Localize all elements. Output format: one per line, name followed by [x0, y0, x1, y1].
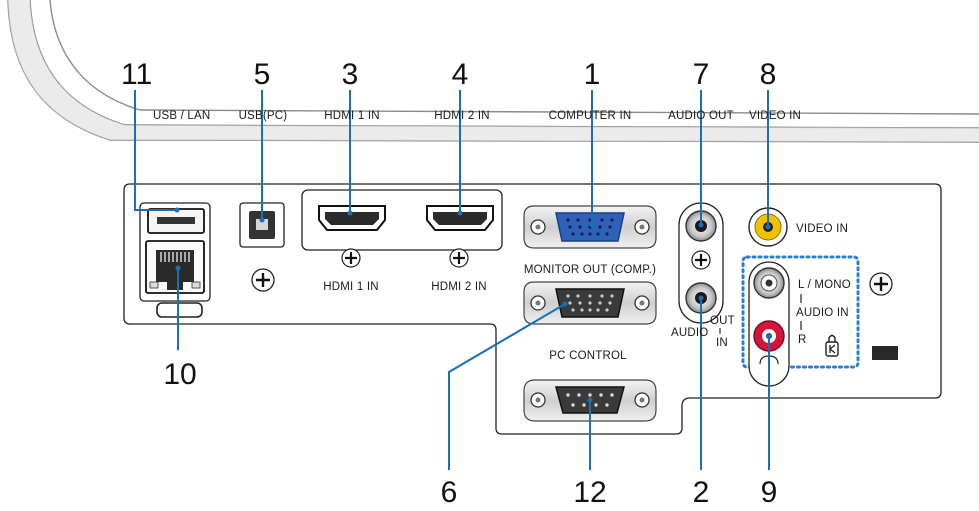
callout-number-10: 10 — [163, 358, 196, 391]
hole-icon — [156, 302, 203, 318]
audio-in-dotted-box — [741, 255, 860, 369]
computer-in-port[interactable] — [523, 205, 657, 249]
screw-icon — [869, 272, 893, 296]
leader-endpoints — [174, 207, 772, 403]
hdmi-1-port[interactable] — [318, 205, 386, 231]
label-video-in-panel: VIDEO IN — [796, 223, 848, 235]
label-separators — [719, 294, 802, 334]
label-hdmi2-panel: HDMI 2 IN — [431, 281, 486, 293]
label-hdmi2-top: HDMI 2 IN — [434, 110, 489, 122]
label-usb-pc: USB(PC) — [239, 110, 288, 122]
screw-icon — [691, 250, 711, 270]
callout-number-9: 9 — [761, 476, 778, 509]
screw-icon — [341, 248, 361, 268]
leader-6 — [448, 303, 566, 470]
callout-number-8: 8 — [760, 58, 777, 91]
callout-number-3: 3 — [342, 58, 359, 91]
label-computer-in: COMPUTER IN — [549, 110, 632, 122]
label-audio-in: AUDIO IN — [796, 307, 849, 319]
callout-number-2: 2 — [693, 476, 710, 509]
callout-number-1: 1 — [584, 58, 601, 91]
label-hdmi1-top: HDMI 1 IN — [324, 110, 379, 122]
lock-icon — [825, 334, 839, 357]
label-hdmi1-panel: HDMI 1 IN — [323, 281, 378, 293]
label-monitor-out: MONITOR OUT (COMP.) — [524, 264, 656, 276]
label-r: R — [798, 334, 807, 346]
label-l-mono: L / MONO — [798, 279, 851, 291]
label-video-in-top: VIDEO IN — [749, 110, 801, 122]
leader-11 — [134, 90, 177, 211]
label-audio-out-top: AUDIO OUT — [668, 110, 734, 122]
callout-number-11: 11 — [121, 58, 152, 91]
audio-in-l-mono-jack[interactable] — [753, 267, 785, 299]
screw-icon — [449, 248, 469, 268]
hdmi-2-port[interactable] — [426, 205, 494, 231]
screw-icon — [251, 268, 275, 292]
label-usb-lan: USB / LAN — [153, 110, 210, 122]
cabinet-band — [8, 0, 979, 142]
callout-number-5: 5 — [254, 58, 271, 91]
label-in: IN — [716, 337, 728, 349]
security-slot[interactable] — [872, 346, 898, 360]
callout-number-4: 4 — [452, 58, 469, 91]
usb-b-port[interactable] — [239, 202, 285, 248]
label-audio: AUDIO — [671, 327, 708, 339]
callout-leaders — [134, 90, 770, 470]
callout-number-12: 12 — [573, 476, 606, 509]
callout-number-7: 7 — [693, 58, 710, 91]
label-out: OUT — [710, 315, 735, 327]
monitor-out-port[interactable] — [523, 281, 657, 325]
label-pc-control: PC CONTROL — [549, 350, 627, 362]
callout-number-6: 6 — [441, 476, 458, 509]
usb-lan-port[interactable] — [139, 202, 211, 302]
